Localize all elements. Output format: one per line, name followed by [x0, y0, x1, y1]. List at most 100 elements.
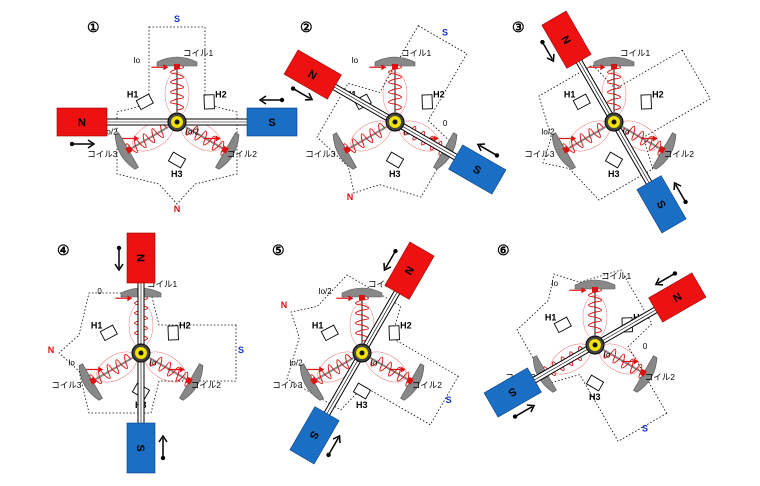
panel-number: ③ — [512, 19, 525, 35]
panel-number: ⑤ — [272, 242, 285, 258]
arrow-shaft — [541, 41, 554, 60]
current-arrowhead — [179, 366, 185, 373]
coil3-terminal — [343, 145, 351, 154]
arrow-head — [332, 434, 341, 444]
coil2-winding — [603, 348, 646, 379]
flux-region — [116, 26, 238, 205]
coil2-assembly — [366, 351, 425, 401]
rotor-axle — [592, 342, 598, 348]
rotation-arrow — [326, 434, 341, 458]
h2-sensor — [203, 94, 215, 110]
arrow-tail — [672, 271, 678, 276]
h2-sensor — [388, 325, 400, 341]
arrow-tail — [540, 39, 545, 45]
north-pole — [541, 10, 592, 69]
coil1-pole-shoe — [574, 279, 616, 290]
flux-outline — [316, 25, 468, 198]
cur_b-label: Io/2 — [541, 127, 555, 136]
rotation-arrow — [258, 95, 285, 105]
rotor-axle — [138, 350, 144, 356]
coil1-terminal — [174, 64, 180, 69]
coil3-assembly — [551, 120, 610, 170]
coil3-winding — [310, 354, 352, 385]
zero-current-label: 0 — [443, 119, 448, 128]
field-s-label: S — [238, 345, 244, 355]
current-arrowhead — [581, 287, 587, 294]
h3-label: H3 — [356, 400, 368, 410]
current-arrowhead — [571, 135, 577, 142]
coil2-pole-shoe — [652, 132, 677, 170]
south-pole — [448, 144, 507, 195]
rotation-arrow — [654, 271, 678, 286]
arrow-head — [87, 139, 96, 149]
panel-4: ④H1H2H3コイル1コイル2コイル30IoIoNSSN — [48, 232, 244, 474]
arrow-shaft — [384, 250, 397, 269]
coil2-winding — [622, 125, 665, 156]
h2-sensor — [640, 94, 652, 110]
h3-sensor — [167, 151, 187, 169]
cur_b-label: Io/2 — [289, 358, 303, 367]
coil2-label: コイル2 — [412, 380, 443, 390]
coil3-terminal — [310, 376, 318, 385]
arrow-shaft — [292, 87, 311, 100]
coil1-terminal — [359, 295, 365, 300]
flux-region — [316, 25, 468, 198]
arrow-tail — [290, 86, 296, 91]
rotor-axle — [174, 119, 180, 125]
h3-label: H3 — [171, 169, 183, 179]
h2-sensor — [167, 325, 179, 341]
panel-6: ⑥H1H2H3コイル1コイル2コイル3IoIo0NSS — [483, 242, 707, 442]
current-arrowhead — [215, 135, 221, 142]
flux-outline — [286, 274, 459, 426]
coil3-pole-shoe — [78, 363, 103, 401]
cur_a-label: Io — [623, 127, 630, 136]
h2-label: H2 — [215, 89, 227, 99]
flux-region — [286, 274, 459, 426]
current-arrowhead — [98, 366, 104, 373]
arrow-tail — [512, 414, 518, 419]
coil3-terminal — [89, 376, 97, 385]
h2-label: H2 — [652, 89, 664, 99]
arrow-head — [526, 404, 536, 413]
arrow-shaft — [674, 184, 687, 203]
coil2-assembly — [181, 120, 240, 170]
coil1-pole-shoe — [156, 56, 198, 67]
arrow-head — [158, 434, 168, 443]
south-pole — [483, 367, 542, 418]
coil1-winding — [588, 286, 602, 334]
coil2-terminal — [221, 145, 229, 154]
cur_b-label: Io/2 — [104, 127, 118, 136]
cur_a-label: Io/2 — [186, 127, 200, 136]
coil1-terminal — [592, 287, 598, 292]
coil2-pole-shoe — [633, 355, 658, 393]
h1-sensor — [99, 324, 118, 342]
coil1-winding — [355, 294, 369, 342]
panel-number: ② — [300, 19, 313, 35]
coil1-winding — [134, 294, 148, 342]
field-s-label: S — [442, 27, 448, 37]
h1-label: H1 — [127, 89, 139, 99]
coil2-terminal — [406, 376, 414, 385]
arrow-tail — [279, 97, 285, 103]
coil3-assembly — [299, 351, 358, 401]
current-arrowhead — [348, 295, 354, 302]
field-n-label: N — [48, 345, 55, 355]
current-arrowhead — [400, 366, 406, 373]
cur_main-label: Io — [133, 56, 140, 65]
h1-label: H1 — [545, 312, 557, 322]
north-pole — [384, 241, 435, 300]
field-n-label: N — [347, 192, 354, 202]
coil2-winding — [370, 356, 413, 387]
coil3-winding — [562, 123, 604, 154]
coil1-assembly — [156, 56, 198, 117]
panel-number: ④ — [57, 242, 70, 258]
arrow-shaft — [327, 437, 340, 456]
arrow-head — [546, 53, 555, 63]
flux-region — [516, 269, 668, 442]
field-n-label: N — [281, 300, 288, 310]
h1-label: H1 — [91, 320, 103, 330]
arrow-shaft — [514, 405, 533, 418]
flux-outline — [538, 49, 711, 201]
